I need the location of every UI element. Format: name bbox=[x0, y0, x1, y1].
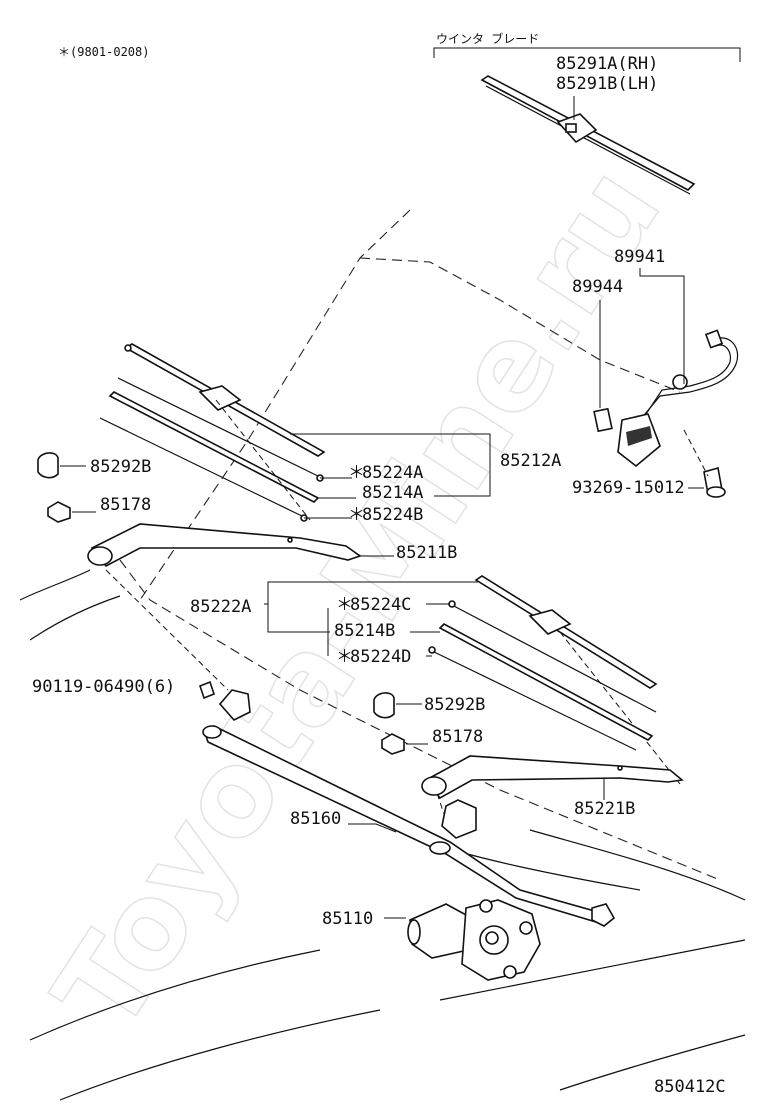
rubber-85214B[interactable] bbox=[438, 623, 654, 741]
label-90119: 90119-06490(6) bbox=[32, 677, 175, 697]
label-85222A: 85222A bbox=[190, 597, 251, 617]
blade-header: ウインタ ブレード bbox=[436, 31, 539, 46]
nut-85178-left[interactable] bbox=[47, 501, 71, 523]
wiper-arm-85211B[interactable] bbox=[87, 523, 362, 568]
bolt-90119[interactable] bbox=[199, 680, 215, 700]
label-85224C: 85224C bbox=[350, 595, 411, 615]
bracket-85222A-mid bbox=[267, 604, 330, 633]
label-85224B: 85224B bbox=[362, 505, 423, 525]
label-89944: 89944 bbox=[572, 277, 623, 297]
label-85291B: 85291B(LH) bbox=[556, 74, 658, 94]
star-85224B: ＊ bbox=[348, 505, 365, 525]
label-85212A: 85212A bbox=[500, 451, 561, 471]
washer-nozzle-assembly[interactable] bbox=[617, 329, 739, 468]
blade-85222A[interactable] bbox=[474, 575, 658, 689]
wiper-arm-85221B[interactable] bbox=[421, 755, 684, 800]
assembly-line-3 bbox=[559, 631, 681, 785]
wiper-motor-85110[interactable] bbox=[407, 899, 541, 981]
rear-wiper-blade[interactable] bbox=[480, 75, 696, 195]
blade-85212A[interactable] bbox=[124, 343, 326, 457]
label-85160: 85160 bbox=[290, 809, 341, 829]
leader-screw-dash bbox=[683, 429, 709, 477]
star-85224A: ＊ bbox=[348, 463, 365, 483]
diagram-code: 850412C bbox=[654, 1077, 726, 1097]
assembly-line-1 bbox=[215, 399, 311, 521]
washer-pad[interactable] bbox=[593, 407, 613, 433]
label-85110: 85110 bbox=[322, 909, 373, 929]
rubber-85214A[interactable] bbox=[108, 391, 320, 503]
leader-85160 bbox=[348, 823, 397, 833]
applicability-note: ＊(9801-0208) bbox=[58, 45, 149, 59]
label-85178-right: 85178 bbox=[432, 727, 483, 747]
star-85224C: ＊ bbox=[336, 595, 353, 615]
label-89941: 89941 bbox=[614, 247, 665, 267]
label-85214B: 85214B bbox=[334, 621, 395, 641]
nut-85178-right[interactable] bbox=[381, 733, 405, 755]
cap-85292B-left[interactable] bbox=[37, 452, 59, 479]
windshield-outline bbox=[19, 209, 746, 1101]
assembly-line-2 bbox=[105, 569, 229, 691]
label-85224A: 85224A bbox=[362, 463, 423, 483]
label-85214A: 85214A bbox=[362, 483, 423, 503]
bracket-85222A-top bbox=[264, 581, 478, 605]
label-85292B-right: 85292B bbox=[424, 695, 485, 715]
star-85224D: ＊ bbox=[336, 647, 353, 667]
label-93269: 93269-15012 bbox=[572, 478, 685, 498]
label-85178-left: 85178 bbox=[100, 495, 151, 515]
blade-header-bracket bbox=[433, 47, 741, 62]
wiper-linkage-85160[interactable] bbox=[202, 689, 616, 927]
rubber-85224D[interactable] bbox=[428, 646, 637, 751]
label-85291A: 85291A(RH) bbox=[556, 54, 658, 74]
label-85224D: 85224D bbox=[350, 647, 411, 667]
label-85292B-left: 85292B bbox=[90, 457, 151, 477]
cap-85292B-right[interactable] bbox=[373, 692, 395, 719]
label-85221B: 85221B bbox=[574, 799, 635, 819]
label-85211B: 85211B bbox=[396, 543, 457, 563]
bracket-85212A bbox=[290, 433, 491, 497]
leader-89941 bbox=[639, 268, 685, 384]
screw-93269[interactable] bbox=[703, 466, 726, 498]
